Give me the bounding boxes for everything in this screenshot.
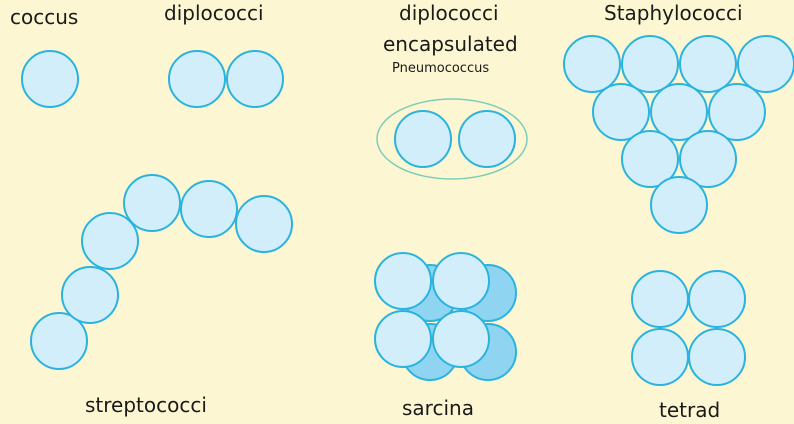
staphylococci-cell xyxy=(651,177,707,233)
tetrad-cell xyxy=(689,329,745,385)
label-staphylococci: Staphylococci xyxy=(604,3,743,23)
diplococci-arrangement xyxy=(169,51,283,107)
label-pneumococcus: Pneumococcus xyxy=(392,62,489,75)
tetrad-cell xyxy=(689,271,745,327)
sarcina-front-cell xyxy=(375,253,431,309)
staphylococci-cell xyxy=(564,36,620,92)
streptococci-cell xyxy=(181,181,237,237)
staphylococci-cell xyxy=(680,36,736,92)
diplococci-cell xyxy=(227,51,283,107)
encapsulated-diplococci-arrangement xyxy=(377,99,527,179)
staphylococci-cell xyxy=(622,36,678,92)
streptococci-cell xyxy=(62,267,118,323)
label-diplococci-encapsulated-line1: diplococci xyxy=(399,3,499,23)
streptococci-cell xyxy=(236,196,292,252)
streptococci-cell xyxy=(124,175,180,231)
label-sarcina: sarcina xyxy=(402,398,474,418)
diplococci-cell xyxy=(169,51,225,107)
streptococci-arrangement xyxy=(31,175,292,369)
label-diplococci-encapsulated-line2: encapsulated xyxy=(383,34,518,54)
tetrad-cell xyxy=(632,271,688,327)
sarcina-arrangement xyxy=(375,253,516,380)
encapsulated-cell xyxy=(395,111,451,167)
coccus-arrangement xyxy=(22,51,78,107)
tetrad-arrangement xyxy=(632,271,745,385)
tetrad-cell xyxy=(632,329,688,385)
label-streptococci: streptococci xyxy=(85,395,207,415)
coccus-cell xyxy=(22,51,78,107)
label-tetrad: tetrad xyxy=(659,400,720,420)
staphylococci-cell xyxy=(738,36,794,92)
sarcina-front-cell xyxy=(433,311,489,367)
encapsulated-cell xyxy=(459,111,515,167)
staphylococci-arrangement xyxy=(564,36,794,233)
label-diplococci: diplococci xyxy=(164,3,264,23)
label-coccus: coccus xyxy=(10,7,78,27)
sarcina-front-cell xyxy=(433,253,489,309)
sarcina-front-cell xyxy=(375,311,431,367)
